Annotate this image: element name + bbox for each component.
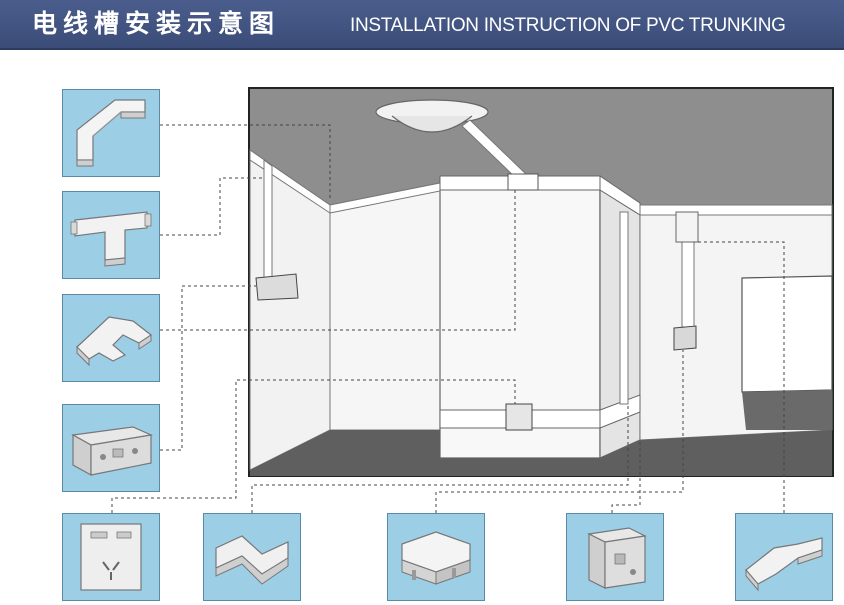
title-english: INSTALLATION INSTRUCTION OF PVC TRUNKING	[350, 15, 786, 36]
trunking-cornice-right	[639, 204, 833, 216]
square-box-icon	[587, 527, 647, 589]
back-wall	[329, 182, 441, 431]
title-chinese: 电线槽安装示意图	[32, 9, 281, 38]
tile-square-box	[566, 513, 664, 601]
doorway	[741, 275, 833, 393]
ceiling-junction	[507, 173, 539, 191]
wall-square-box	[673, 325, 697, 351]
flat-tee-icon	[76, 316, 153, 367]
doorway-floor	[742, 390, 832, 430]
tile-mounting-box	[62, 404, 160, 492]
tile-flat-elbow	[62, 89, 160, 177]
tile-flat-tee	[62, 294, 160, 382]
skirting-socket	[505, 403, 533, 431]
trunking-cornice-back	[329, 182, 441, 214]
trunking-left-vertical	[263, 159, 273, 279]
mounting-box-icon	[71, 426, 154, 477]
header-banner: 电线槽安装示意图 INSTALLATION INSTRUCTION OF PVC…	[0, 0, 844, 50]
flat-elbow-icon	[76, 99, 146, 167]
tile-tee	[62, 191, 160, 279]
end-cap-icon	[401, 531, 471, 585]
right-junction-top	[675, 211, 699, 243]
trunking-column-vertical	[619, 211, 629, 405]
socket-faceplate-icon	[80, 523, 142, 591]
tile-socket-faceplate	[62, 513, 160, 601]
wall-mounting-box	[255, 273, 299, 301]
floor	[250, 430, 832, 476]
tile-internal-angle	[203, 513, 301, 601]
reducer-icon	[745, 537, 823, 592]
leader-lines	[111, 124, 785, 513]
tee-icon	[70, 211, 152, 267]
internal-angle-icon	[215, 535, 289, 585]
tile-end-cap	[387, 513, 485, 601]
tile-reducer	[735, 513, 833, 601]
